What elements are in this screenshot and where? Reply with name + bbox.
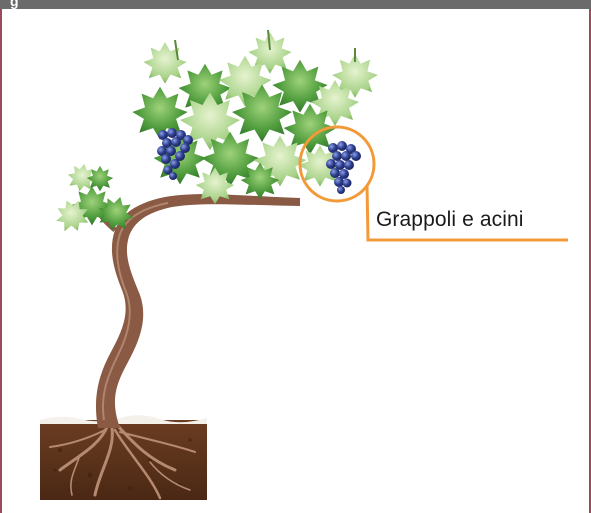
trunk <box>90 194 300 428</box>
grape-bunch-right <box>326 141 361 194</box>
left-shoot-leaves <box>51 162 138 237</box>
callout-label: Grappoli e acini <box>376 208 524 232</box>
